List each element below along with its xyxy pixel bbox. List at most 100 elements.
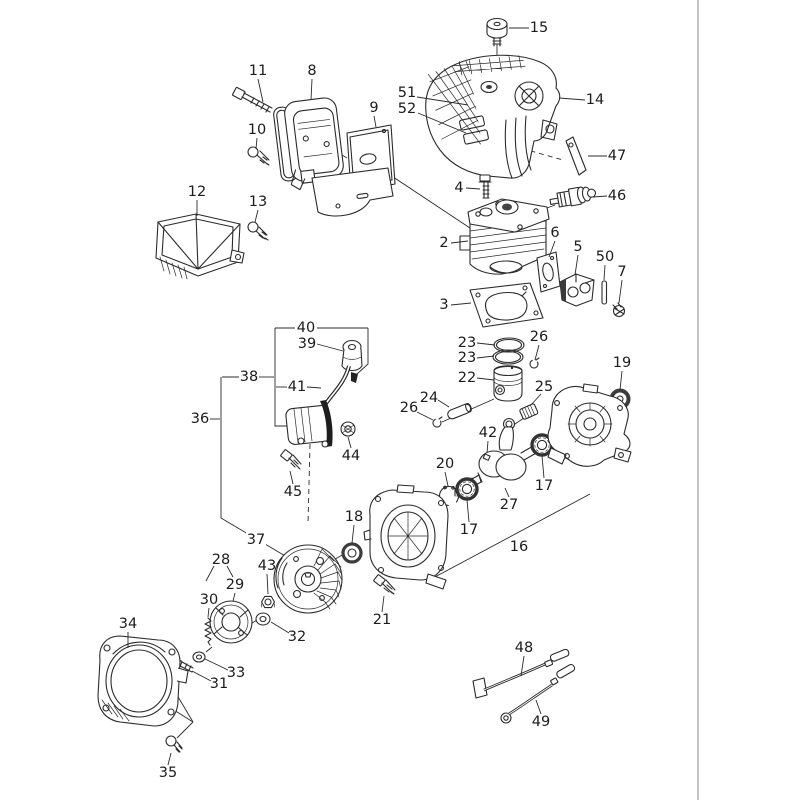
part-number-47: 47: [608, 148, 626, 164]
part-number-17: 17: [460, 522, 478, 538]
part-number-51: 51: [398, 85, 416, 101]
wire-clip: [351, 372, 358, 383]
bolt-11: [232, 86, 273, 113]
label-leader-46: [592, 195, 608, 198]
part-number-19: 19: [613, 355, 631, 371]
label-leader-51: [416, 96, 469, 106]
part-number-52: 52: [398, 101, 416, 117]
label-leader-7: [618, 279, 623, 304]
part-number-11: 11: [249, 63, 267, 79]
label-leader-14: [558, 97, 586, 101]
part-number-13: 13: [249, 194, 267, 210]
assembly-line: [176, 721, 194, 739]
part-number-42: 42: [479, 425, 497, 441]
label-leader-52: [417, 112, 467, 134]
label-leader-32: [270, 621, 290, 634]
circlip-26-upper: [529, 357, 540, 369]
bolt-4: [478, 174, 492, 199]
label-leader-13: [254, 209, 259, 223]
crankcase-half-right-16: [547, 383, 632, 467]
ignition-coil-38: [285, 400, 333, 448]
label-leader-33: [204, 658, 229, 671]
assembly-line: [205, 646, 213, 653]
part-number-49: 49: [532, 714, 550, 730]
bolt-21: [373, 574, 396, 595]
label-leader-25: [530, 393, 542, 406]
stop-switch-wire-48: [472, 648, 570, 699]
label-leader-2: [450, 240, 469, 244]
bolt-7: [612, 302, 626, 318]
label-leader-26: [416, 411, 434, 421]
piston-pin-24: [447, 402, 472, 420]
part-number-5: 5: [573, 239, 582, 255]
part-number-28: 28: [212, 552, 230, 568]
clutch-spring-30: [204, 617, 212, 646]
label-leader-8: [310, 78, 313, 101]
part-number-45: 45: [284, 484, 302, 500]
insulator-5: [559, 273, 595, 307]
label-leader-10: [255, 137, 258, 150]
label-leader-29: [232, 592, 236, 602]
label-leader-35: [167, 752, 172, 766]
muffler-bracket: [311, 167, 394, 217]
part-number-22: 22: [458, 370, 476, 386]
label-leader-41: [306, 386, 322, 389]
label-leader-43: [266, 573, 269, 595]
label-leader-42: [486, 440, 489, 454]
label-leader-4: [465, 187, 481, 190]
label-leader-17: [466, 499, 470, 523]
pin-50: [601, 280, 608, 305]
part-number-16: 16: [510, 539, 528, 555]
label-leader-24: [437, 399, 450, 408]
part-number-2: 2: [439, 235, 448, 251]
label-leader-21: [381, 595, 385, 613]
washer-33: [192, 651, 206, 663]
part-number-10: 10: [248, 122, 266, 138]
label-leader-28: [226, 565, 234, 578]
label-leader-45: [289, 470, 294, 485]
label-leader-18: [351, 524, 355, 544]
ground-wire-49: [500, 663, 576, 724]
part-number-7: 7: [617, 264, 626, 280]
spark-plug-46: [549, 186, 597, 208]
muffler-8: [273, 97, 344, 191]
piston-rings-23: [492, 337, 525, 365]
spark-plug-cap-39: [341, 339, 363, 372]
label-backdrop: [509, 539, 529, 555]
bearing-17-left: [455, 477, 479, 501]
part-number-46: 46: [608, 188, 626, 204]
ht-wire-41: [322, 365, 351, 408]
part-number-23: 23: [458, 335, 476, 351]
label-leader-3: [450, 302, 472, 306]
part-number-4: 4: [454, 180, 463, 196]
knob-screw-15: [486, 17, 508, 47]
bolt-35: [165, 735, 183, 753]
cover-bar-47: [565, 136, 587, 176]
label-leader-50: [603, 264, 606, 281]
gasket-3: [469, 282, 544, 328]
part-number-12: 12: [188, 184, 206, 200]
oil-seal-18: [341, 542, 363, 564]
bolt-45: [280, 449, 302, 470]
washer-32: [255, 612, 271, 626]
nut-43: [260, 595, 276, 609]
woodruff-key-42: [482, 453, 491, 461]
part-number-43: 43: [258, 558, 276, 574]
part-number-40: 40: [297, 320, 315, 336]
label-leader-17: [541, 455, 545, 479]
part-number-35: 35: [159, 765, 177, 781]
label-leader-23: [476, 342, 496, 346]
label-leader-48: [520, 655, 525, 677]
label-leader-27: [504, 487, 510, 498]
part-number-34: 34: [119, 616, 137, 632]
part-number-15: 15: [530, 20, 548, 36]
muffler-cover-12: [155, 213, 245, 280]
assembly-line: [307, 443, 311, 525]
part-number-29: 29: [226, 577, 244, 593]
part-number-32: 32: [288, 629, 306, 645]
label-leader-28: [205, 565, 215, 582]
crankcase-half-left-16: [363, 484, 449, 590]
label-leader-5: [574, 254, 579, 276]
